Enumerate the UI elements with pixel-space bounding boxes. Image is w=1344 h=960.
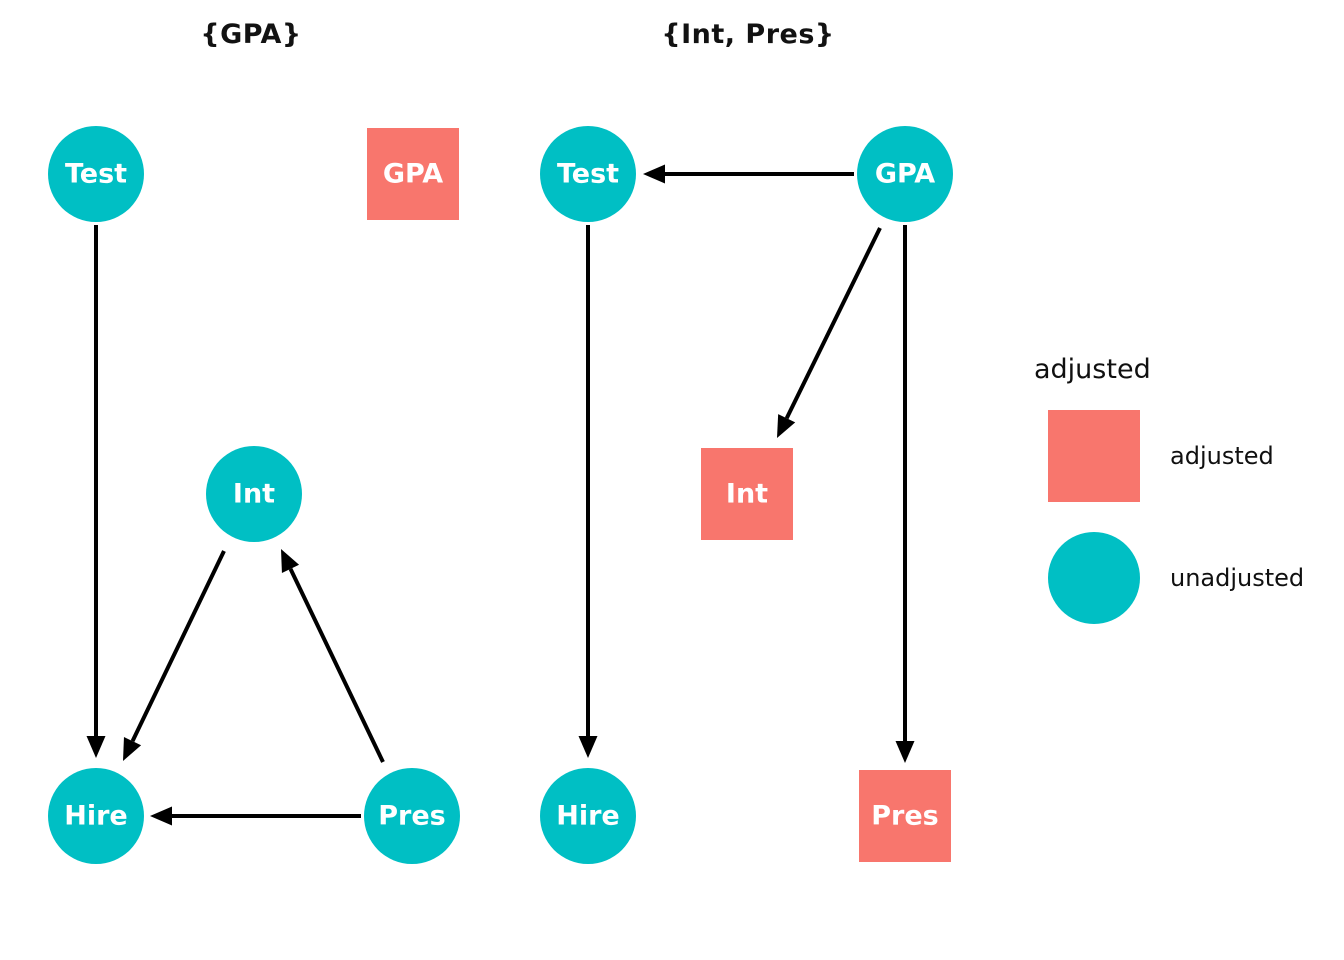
edge-line [130, 550, 226, 743]
edges-panel-int-pres [578, 164, 915, 763]
node-pres[interactable]: Pres [364, 768, 460, 864]
edge-test-to-hire [86, 225, 106, 758]
node-circle-hire[interactable] [540, 768, 636, 864]
node-pres[interactable]: Pres [859, 770, 951, 862]
node-square-gpa[interactable] [367, 128, 459, 220]
node-test[interactable]: Test [540, 126, 636, 222]
edge-int-to-hire [123, 550, 226, 761]
edge-arrowhead [578, 736, 598, 758]
edge-gpa-to-int [777, 227, 882, 438]
node-label-pres: Pres [871, 801, 939, 832]
legend-label-adjusted: adjusted [1170, 442, 1274, 470]
edge-arrowhead [895, 741, 915, 763]
edge-arrowhead [777, 414, 796, 438]
legend-swatch-circle [1048, 532, 1140, 624]
edge-line [288, 567, 385, 763]
node-label-pres: Pres [378, 801, 446, 832]
edge-pres-to-int [281, 549, 385, 763]
node-hire[interactable]: Hire [540, 768, 636, 864]
node-square-pres[interactable] [859, 770, 951, 862]
node-label-gpa: GPA [383, 159, 443, 190]
node-circle-test[interactable] [48, 126, 144, 222]
edge-gpa-to-test [643, 164, 854, 184]
legend-label-unadjusted: unadjusted [1170, 564, 1304, 592]
edge-arrowhead [123, 737, 142, 761]
node-label-int: Int [233, 479, 275, 510]
node-label-hire: Hire [64, 801, 127, 832]
edge-test-to-hire [578, 225, 598, 758]
edge-gpa-to-pres [895, 225, 915, 763]
legend: adjusted adjusted unadjusted [1034, 354, 1304, 624]
legend-item-adjusted[interactable]: adjusted [1048, 410, 1274, 502]
panel-title-panel-gpa: {GPA} [200, 19, 301, 50]
node-gpa[interactable]: GPA [367, 128, 459, 220]
node-circle-pres[interactable] [364, 768, 460, 864]
edge-pres-to-hire [150, 806, 361, 826]
edge-arrowhead [281, 549, 300, 573]
node-label-test: Test [65, 159, 127, 190]
node-int[interactable]: Int [206, 446, 302, 542]
node-gpa[interactable]: GPA [857, 126, 953, 222]
node-label-gpa: GPA [875, 159, 935, 190]
edge-line [784, 227, 882, 420]
edge-arrowhead [150, 806, 172, 826]
node-label-test: Test [557, 159, 619, 190]
node-square-int[interactable] [701, 448, 793, 540]
node-circle-hire[interactable] [48, 768, 144, 864]
node-label-hire: Hire [556, 801, 619, 832]
legend-title: adjusted [1034, 354, 1151, 385]
node-label-int: Int [726, 479, 768, 510]
edges-panel-gpa [86, 225, 385, 826]
edge-arrowhead [86, 736, 106, 758]
node-int[interactable]: Int [701, 448, 793, 540]
edge-arrowhead [643, 164, 665, 184]
node-circle-int[interactable] [206, 446, 302, 542]
node-hire[interactable]: Hire [48, 768, 144, 864]
legend-item-unadjusted[interactable]: unadjusted [1048, 532, 1304, 624]
node-circle-gpa[interactable] [857, 126, 953, 222]
node-test[interactable]: Test [48, 126, 144, 222]
legend-swatch-square [1048, 410, 1140, 502]
panel-title-panel-int-pres: {Int, Pres} [661, 19, 834, 50]
node-circle-test[interactable] [540, 126, 636, 222]
